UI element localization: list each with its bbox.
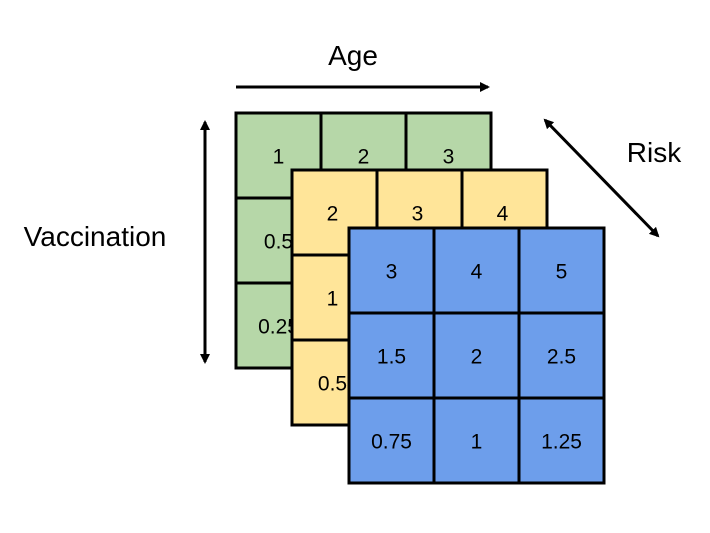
risk-arrow	[543, 118, 660, 238]
layer-front-cell-value: 1.5	[377, 346, 406, 369]
layer-front-cell	[517, 396, 606, 485]
layer-front-cell	[517, 311, 606, 400]
layer-front-cell-value: 5	[556, 261, 568, 284]
layer-front: 3 4 5 1.5 2 2.5 0.75 1 1.25	[347, 226, 606, 485]
layer-front-cell	[432, 311, 521, 400]
layer-middle-cell-value: 3	[412, 203, 424, 226]
layer-back-cell-value: 0.5	[264, 231, 293, 254]
layer-front-cell	[517, 226, 606, 315]
layer-front-cell	[347, 226, 436, 315]
layer-front-cell-value: 1	[471, 431, 483, 454]
layer-front-cell-value: 2	[471, 346, 483, 369]
grid-layers: 1 2 3 0.5 0.25 2 3 4 1 0.5 3 4 5 1.5 2 2.5 0.75 1 1.25	[234, 111, 606, 485]
layer-middle-cell-value: 1	[327, 288, 339, 311]
risk-label: Risk	[627, 137, 682, 168]
layer-front-cell-value: 0.75	[371, 431, 412, 454]
layer-back-cell-value: 1	[273, 146, 285, 169]
layer-back-cell-value: 2	[358, 146, 370, 169]
layer-middle-cell-value: 0.5	[318, 373, 347, 396]
layer-back-cell-value: 0.25	[258, 316, 299, 339]
layer-front-cell-value: 4	[471, 261, 483, 284]
layer-front-cell-value: 1.25	[541, 431, 582, 454]
layer-front-cell	[347, 311, 436, 400]
layer-middle-cell-value: 2	[327, 203, 339, 226]
layer-middle-cell-value: 4	[497, 203, 509, 226]
age-label: Age	[328, 40, 378, 71]
vaccination-label: Vaccination	[24, 221, 167, 252]
layer-front-cell-value: 2.5	[547, 346, 576, 369]
layer-front-cell-value: 3	[386, 261, 398, 284]
layer-back-cell-value: 3	[443, 146, 455, 169]
